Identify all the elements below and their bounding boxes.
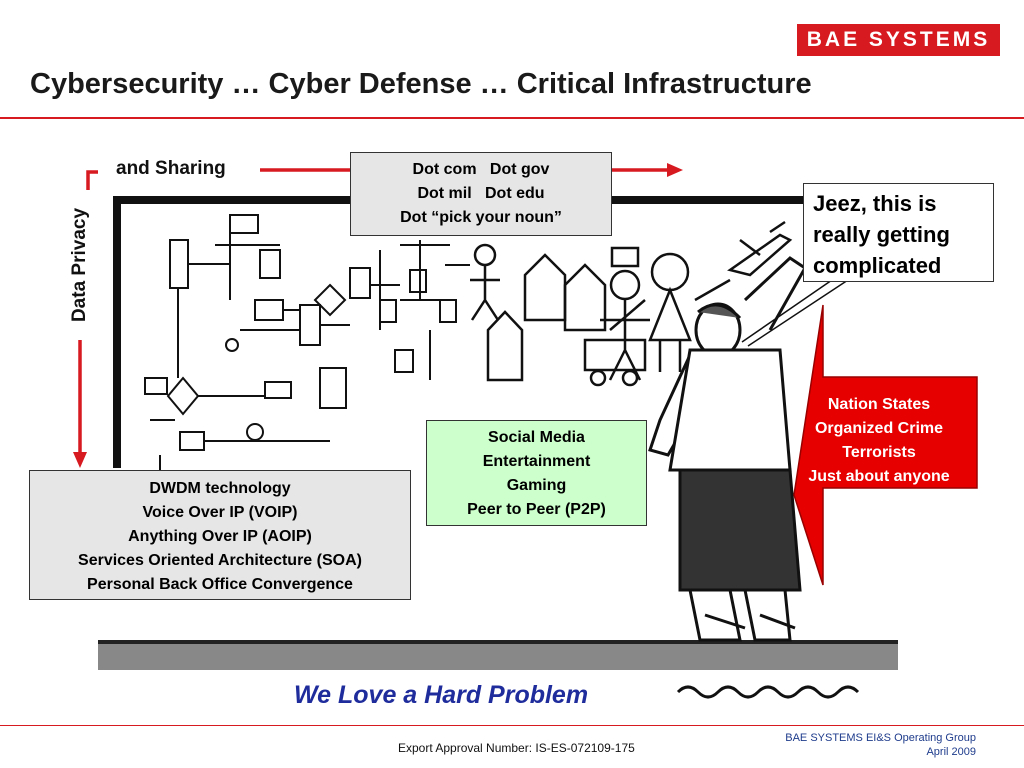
down-arrowhead — [73, 452, 87, 468]
flowchart-doodles — [144, 214, 470, 470]
threat-callout-arrow — [793, 304, 978, 586]
speech-line: complicated — [813, 253, 942, 278]
domain-line: Dot com Dot gov — [412, 161, 550, 178]
footer-group-info: BAE SYSTEMS EI&S Operating Group April 2… — [760, 731, 976, 759]
domain-line: Dot “pick your noun” — [400, 209, 562, 226]
footer-divider — [0, 725, 1024, 726]
board-ledge-edge — [98, 640, 898, 644]
title-divider — [0, 117, 1024, 119]
sharing-label: and Sharing — [116, 158, 226, 179]
domain-types-box: Dot com Dot gov Dot mil Dot edu Dot “pic… — [350, 152, 612, 236]
logo-text: BAE SYSTEMS — [806, 28, 991, 51]
speech-bubble-box: Jeez, this is really getting complicated — [803, 183, 994, 282]
technology-line: DWDM technology — [149, 480, 291, 497]
threat-list: Nation States Organized Crime Terrorists… — [784, 393, 974, 489]
speech-pointer — [741, 279, 849, 347]
signature-scribble — [676, 685, 860, 699]
social-line: Entertainment — [482, 453, 591, 470]
threat-item: Organized Crime — [814, 420, 944, 437]
speech-line: really getting — [813, 222, 950, 247]
board-ledge — [98, 640, 898, 670]
technology-line: Anything Over IP (AOIP) — [128, 528, 312, 545]
social-line: Gaming — [506, 477, 567, 494]
slide-title: Cybersecurity … Cyber Defense … Critical… — [30, 68, 812, 100]
social-media-box: Social Media Entertainment Gaming Peer t… — [426, 420, 647, 526]
threat-item: Nation States — [827, 396, 931, 413]
speech-line: Jeez, this is — [813, 191, 937, 216]
technology-line: Voice Over IP (VOIP) — [142, 504, 298, 521]
artist-figure — [648, 256, 807, 642]
airplane-doodle — [727, 220, 793, 277]
threat-item: Terrorists — [842, 444, 916, 461]
domain-line: Dot mil Dot edu — [417, 185, 545, 202]
threat-item: Just about anyone — [808, 468, 950, 485]
operating-group: BAE SYSTEMS EI&S Operating Group — [785, 732, 976, 744]
technology-box: DWDM technology Voice Over IP (VOIP) Any… — [29, 470, 411, 600]
technology-line: Services Oriented Architecture (SOA) — [78, 552, 362, 569]
footer-date: April 2009 — [926, 746, 976, 758]
red-bracket-arrows — [78, 168, 670, 455]
bae-systems-logo: BAE SYSTEMS — [797, 24, 1000, 56]
social-line: Social Media — [488, 429, 585, 446]
right-arrowhead — [667, 163, 683, 177]
social-line: Peer to Peer (P2P) — [467, 501, 606, 518]
technology-line: Personal Back Office Convergence — [87, 576, 353, 593]
stick-figures-and-houses — [470, 243, 731, 387]
board-frame-left — [113, 196, 121, 468]
export-approval-number: Export Approval Number: IS-ES-072109-175 — [398, 741, 635, 755]
data-privacy-label-wrap: Data Privacy — [58, 196, 102, 336]
data-privacy-label: Data Privacy — [69, 207, 90, 323]
tagline: We Love a Hard Problem — [294, 681, 589, 709]
